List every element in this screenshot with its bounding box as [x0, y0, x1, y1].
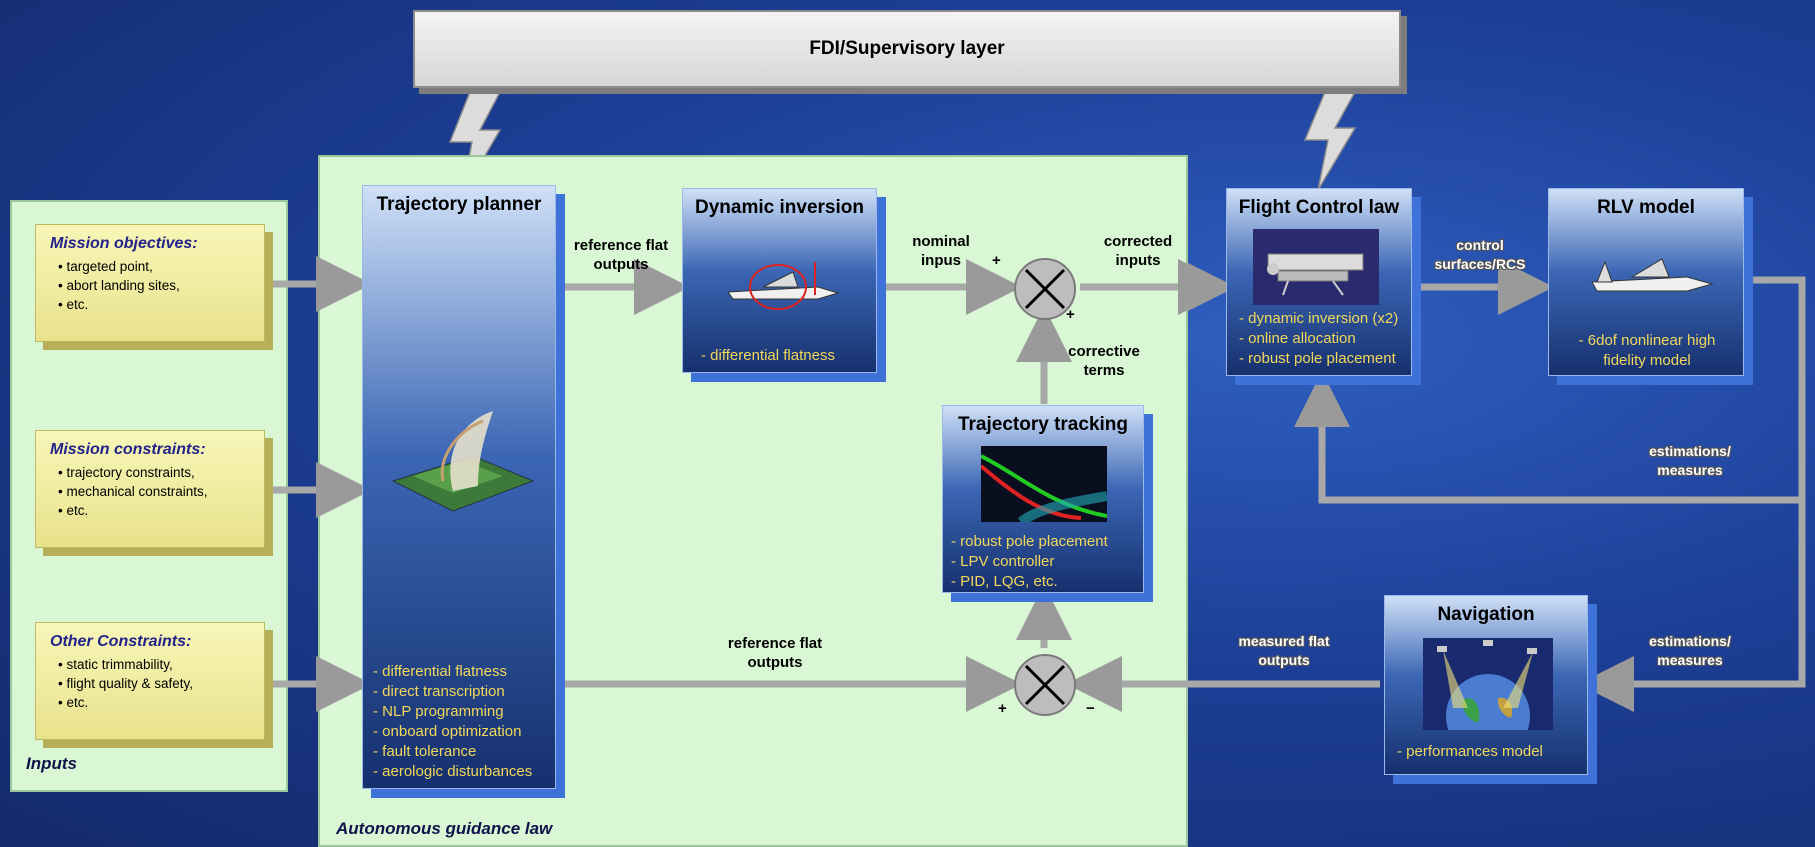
- list-item: - dynamic inversion (x2): [1239, 310, 1399, 327]
- label-corrected: corrected inputs: [1078, 232, 1198, 270]
- list-item: - robust pole placement: [951, 533, 1108, 550]
- rlv-model-block: RLV model - 6dof nonlinear high fidelity…: [1548, 188, 1744, 376]
- lightning-bolt-right: [1303, 91, 1357, 191]
- label-line: surfaces/RCS: [1434, 256, 1526, 272]
- trajectory-tracking-items: - robust pole placement - LPV controller…: [951, 532, 1108, 592]
- label-estimations-top: estimations/ measures: [1630, 442, 1750, 480]
- dynamic-inversion-items: - differential flatness: [701, 346, 835, 366]
- label-line: measures: [1657, 652, 1723, 668]
- rlv-model-items: - 6dof nonlinear high fidelity model: [1549, 331, 1745, 371]
- list-item: - LPV controller: [951, 553, 1055, 570]
- trajectory-plot-icon: [981, 446, 1107, 522]
- label-line: estimations/: [1649, 443, 1731, 459]
- terrain-3d-plot-icon: [391, 411, 535, 512]
- plus-sign: +: [998, 700, 1007, 717]
- label-line: reference flat: [727, 635, 823, 652]
- label-line: measured flat: [1238, 633, 1330, 649]
- navigation-title: Navigation: [1437, 604, 1535, 625]
- dynamic-inversion-title: Dynamic inversion: [695, 197, 864, 218]
- rlv-model-title: RLV model: [1597, 197, 1695, 218]
- space-shuttle-icon: [727, 262, 840, 310]
- navigation-items: - performances model: [1397, 742, 1543, 762]
- mission-constraints-title: Mission constraints:: [50, 441, 206, 458]
- flight-control-title: Flight Control law: [1238, 197, 1400, 218]
- label-line: corrective: [1068, 343, 1140, 360]
- label-line: terms: [1083, 362, 1125, 379]
- list-item: • flight quality & safety,: [58, 676, 194, 691]
- list-item: - robust pole placement: [1239, 350, 1396, 367]
- list-item: • abort landing sites,: [58, 278, 180, 293]
- dynamic-inversion-block: Dynamic inversion - differential flatnes…: [682, 188, 877, 373]
- summing-junction-bottom: [1014, 654, 1076, 716]
- label-control-surfaces: control surfaces/RCS: [1424, 236, 1536, 274]
- arrow-rlv-navigation: [1578, 500, 1806, 712]
- list-item: • etc.: [58, 503, 89, 518]
- label-line: measures: [1657, 462, 1723, 478]
- list-item: - onboard optimization: [373, 723, 522, 740]
- label-line: reference flat: [573, 237, 669, 254]
- label-line: estimations/: [1649, 633, 1731, 649]
- shuttle-structure-icon: [1253, 229, 1379, 305]
- plus-sign: +: [992, 252, 1001, 269]
- navigation-block: Navigation - performances model: [1384, 595, 1588, 775]
- list-item: - NLP programming: [373, 703, 504, 720]
- label-line: inpus: [921, 252, 961, 269]
- list-item: • etc.: [58, 297, 89, 312]
- label-estimations-bottom: estimations/ measures: [1630, 632, 1750, 670]
- trajectory-tracking-title: Trajectory tracking: [957, 414, 1129, 435]
- list-item: • static trimmability,: [58, 657, 173, 672]
- label-line: outputs: [1258, 652, 1310, 668]
- plus-sign: +: [1066, 306, 1075, 323]
- list-item: - 6dof nonlinear high: [1578, 332, 1716, 349]
- trajectory-planner-title: Trajectory planner: [376, 194, 542, 215]
- list-item: fidelity model: [1603, 352, 1691, 369]
- satellite-globe-icon: [1423, 638, 1553, 730]
- list-item: • trajectory constraints,: [58, 465, 195, 480]
- label-nominal: nominal inpus: [890, 232, 992, 270]
- list-item: • etc.: [58, 695, 89, 710]
- inputs-panel-label: Inputs: [26, 754, 77, 773]
- trajectory-tracking-block: Trajectory tracking - robust pole placem…: [942, 405, 1144, 593]
- list-item: - PID, LQG, etc.: [951, 573, 1058, 590]
- list-item: • mechanical constraints,: [58, 484, 208, 499]
- list-item: - differential flatness: [701, 347, 835, 364]
- flight-control-items: - dynamic inversion (x2) - online alloca…: [1239, 309, 1398, 369]
- label-ref-flat-bottom: reference flat outputs: [700, 634, 850, 672]
- label-measured-flat: measured flat outputs: [1222, 632, 1346, 670]
- list-item: - aerologic disturbances: [373, 763, 533, 780]
- space-shuttle-icon: [1591, 258, 1714, 292]
- trajectory-planner-items: - differential flatness - direct transcr…: [373, 662, 532, 782]
- label-ref-flat-top: reference flat outputs: [565, 236, 677, 274]
- summing-junction-top: [1014, 258, 1076, 320]
- label-line: control: [1456, 237, 1504, 253]
- label-line: inputs: [1115, 252, 1161, 269]
- mission-objectives-title: Mission objectives:: [50, 235, 198, 252]
- mission-objectives-box: Mission objectives: • targeted point, • …: [35, 224, 265, 342]
- label-line: outputs: [747, 654, 803, 671]
- label-corrective: corrective terms: [1054, 342, 1154, 380]
- list-item: - online allocation: [1239, 330, 1356, 347]
- list-item: - fault tolerance: [373, 743, 477, 760]
- label-line: nominal: [912, 233, 970, 250]
- minus-sign: −: [1086, 700, 1095, 717]
- trajectory-planner-block: Trajectory planner - differential flatne…: [362, 185, 556, 789]
- list-item: - performances model: [1397, 743, 1543, 760]
- other-constraints-title: Other Constraints:: [50, 633, 192, 650]
- label-line: outputs: [593, 256, 649, 273]
- fdi-supervisory-layer: FDI/Supervisory layer: [413, 10, 1401, 88]
- list-item: - direct transcription: [373, 683, 505, 700]
- other-constraints-box: Other Constraints: • static trimmability…: [35, 622, 265, 740]
- guidance-panel-label: Autonomous guidance law: [336, 819, 553, 838]
- label-line: corrected: [1103, 233, 1173, 250]
- flight-control-law-block: Flight Control law - dynamic inversion (…: [1226, 188, 1412, 376]
- mission-constraints-box: Mission constraints: • trajectory constr…: [35, 430, 265, 548]
- list-item: • targeted point,: [58, 259, 153, 274]
- list-item: - differential flatness: [373, 663, 507, 680]
